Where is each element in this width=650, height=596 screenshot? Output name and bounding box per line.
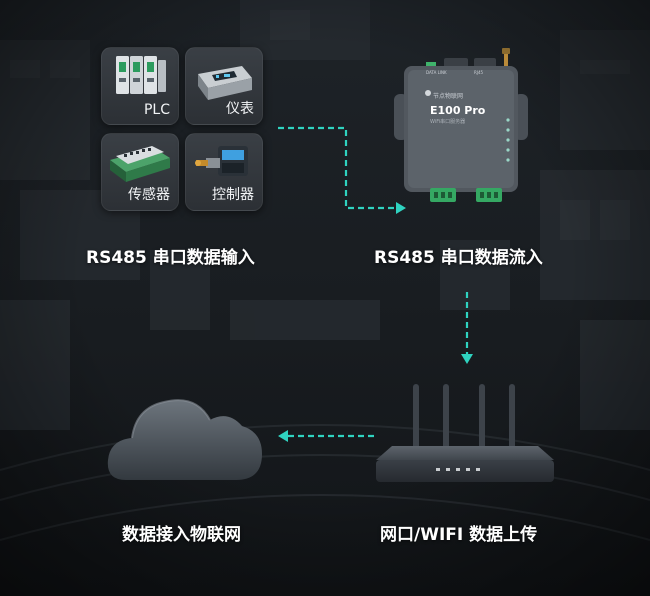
device-port-left-label: DATA LINK	[426, 70, 447, 75]
plc-module-icon	[116, 56, 166, 94]
input-label-sensor: 传感器	[128, 187, 170, 203]
device-subtitle: WiFi串口服务器	[430, 119, 466, 125]
router-icon	[376, 384, 554, 482]
dashed-arrow-icon	[461, 354, 473, 364]
meter-icon	[198, 66, 252, 100]
input-tile-meter: 仪表	[185, 47, 263, 125]
input-label-controller: 控制器	[212, 187, 254, 203]
serial-server-icon	[394, 48, 528, 202]
input-tile-plc: PLC	[101, 47, 179, 125]
caption-upload: 网口/WIFI 数据上传	[380, 525, 538, 545]
cloud-icon	[107, 399, 263, 480]
input-label-meter: 仪表	[226, 101, 254, 117]
caption-cloud: 数据接入物联网	[122, 525, 241, 545]
device-port-right-label: RJ45	[474, 70, 484, 75]
caption-rs485-input: RS485 串口数据输入	[86, 248, 255, 268]
input-tile-controller: 控制器	[185, 133, 263, 211]
device-model: E100 Pro	[430, 104, 486, 117]
arrow-input-to-device	[278, 126, 398, 210]
device-brand: 节点物联网	[433, 93, 464, 100]
controller-icon	[195, 146, 248, 176]
dashed-arrow-icon	[396, 202, 406, 214]
dashed-arrow-icon	[278, 430, 288, 442]
input-tile-sensor: 传感器	[101, 133, 179, 211]
caption-rs485-flow: RS485 串口数据流入	[374, 248, 543, 268]
sensor-module-icon	[110, 146, 170, 182]
input-label-plc: PLC	[143, 102, 170, 118]
